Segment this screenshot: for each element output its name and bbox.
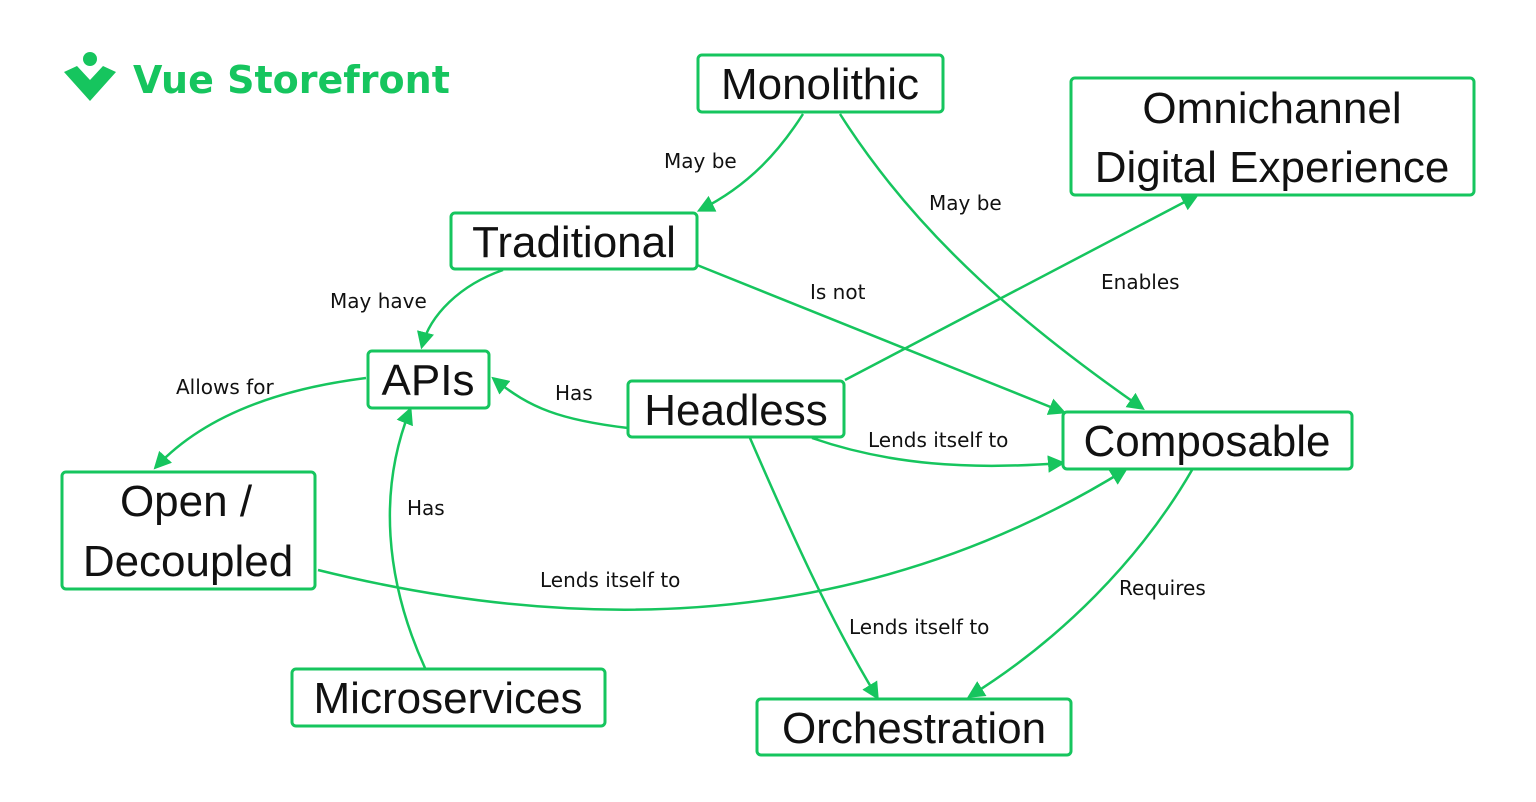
node-open-decoupled-label-line1: Open / [120,477,253,526]
node-orchestration-label: Orchestration [782,704,1046,753]
edge-headless-orchestration [748,437,879,700]
node-omnichannel-label-line2: Digital Experience [1095,143,1450,192]
edge-microservices-apis [388,406,427,669]
node-composable-label: Composable [1083,417,1330,466]
edge-apis-open-decoupled [153,376,367,470]
nodes: Monolithic Omnichannel Digital Experienc… [60,53,1476,757]
edge-monolithic-traditional [696,113,805,212]
node-orchestration: Orchestration [755,697,1073,757]
edge-traditional-composable [696,263,1067,415]
edge-label-traditional-apis: May have [330,289,427,313]
edge-label-apis-open-decoupled: Allows for [176,375,274,399]
vue-storefront-logo-icon [64,52,116,101]
edge-labels: May be May be May have Is not Enables Al… [176,149,1206,639]
edge-label-headless-composable: Lends itself to [868,428,1008,452]
node-monolithic: Monolithic [696,53,945,114]
node-traditional: Traditional [449,211,699,271]
edge-label-open-decoupled-composable: Lends itself to [540,568,680,592]
node-composable: Composable [1061,410,1354,471]
edge-label-headless-orchestration: Lends itself to [849,615,989,639]
node-traditional-label: Traditional [472,218,676,267]
edge-headless-omnichannel [844,194,1200,382]
edge-label-monolithic-traditional: May be [664,149,737,173]
edge-label-traditional-composable: Is not [810,280,866,304]
edge-label-composable-orchestration: Requires [1119,576,1206,600]
edge-open-decoupled-composable [317,468,1128,611]
edge-label-microservices-apis: Has [407,496,445,520]
node-headless: Headless [626,379,846,439]
node-omnichannel: Omnichannel Digital Experience [1069,76,1476,197]
edge-label-headless-omnichannel: Enables [1101,270,1180,294]
node-apis-label: APIs [382,356,475,405]
edge-label-headless-apis: Has [555,381,593,405]
edge-monolithic-composable [838,113,1145,411]
node-headless-label: Headless [644,386,827,435]
node-microservices: Microservices [290,667,607,728]
node-omnichannel-label-line1: Omnichannel [1142,84,1401,133]
edge-composable-orchestration [967,469,1194,698]
node-open-decoupled-label-line2: Decoupled [83,537,293,586]
node-open-decoupled: Open / Decoupled [60,470,317,591]
edge-headless-apis [491,376,629,430]
edge-label-monolithic-composable: May be [929,191,1002,215]
edge-traditional-apis [417,268,504,350]
edges [153,113,1200,700]
logo: Vue Storefront [64,52,450,102]
edge-headless-composable [811,436,1066,473]
node-monolithic-label: Monolithic [721,60,919,109]
node-microservices-label: Microservices [314,674,583,723]
node-apis: APIs [366,349,491,410]
logo-text: Vue Storefront [133,58,450,102]
